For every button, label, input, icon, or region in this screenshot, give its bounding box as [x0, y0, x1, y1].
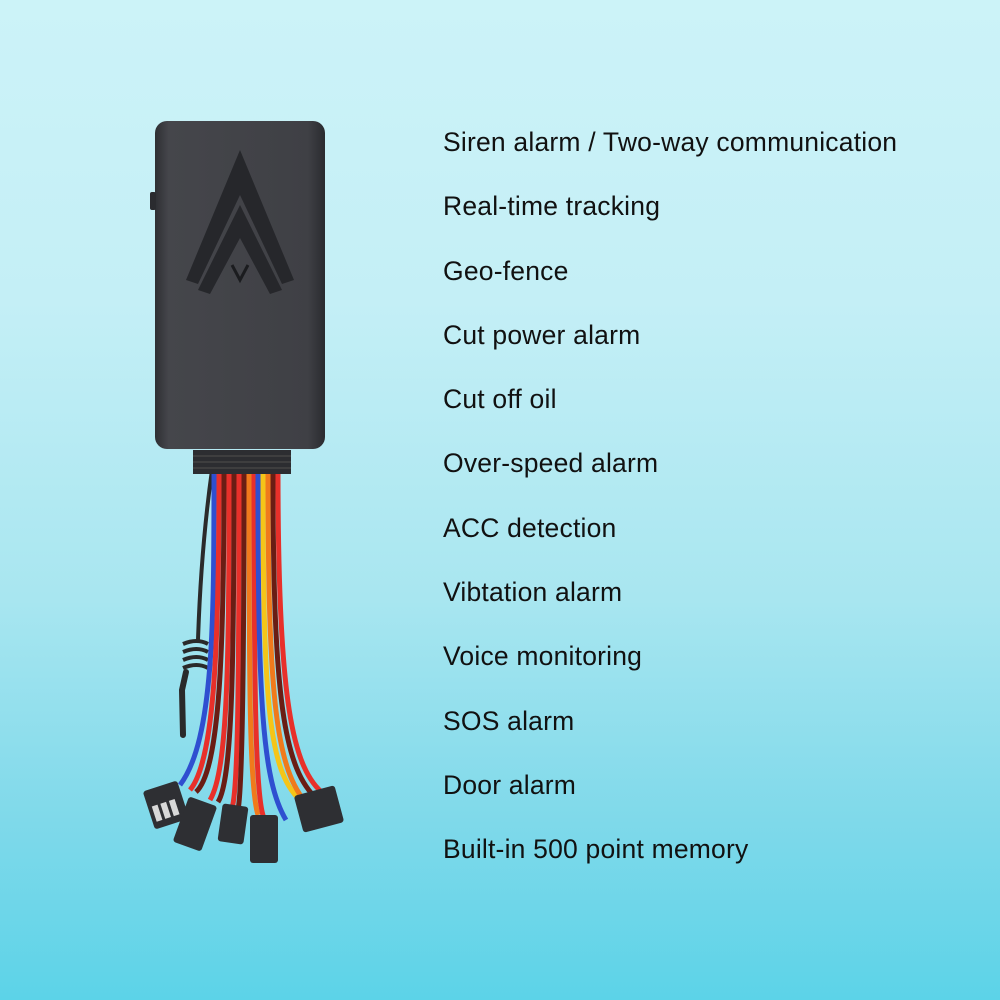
feature-item: Door alarm	[443, 769, 577, 800]
feature-item: Over-speed alarm	[443, 448, 659, 479]
gps-tracker-image	[143, 121, 344, 863]
feature-item: Vibtation alarm	[443, 577, 623, 608]
feature-list: Siren alarm / Two-way communication Real…	[443, 124, 897, 896]
connectors	[143, 781, 344, 863]
feature-item: Geo-fence	[443, 255, 569, 286]
cable-gland	[193, 450, 291, 474]
double-chevron-up-icon	[186, 150, 294, 294]
feature-item: Built-in 500 point memory	[443, 834, 749, 865]
feature-item: Voice monitoring	[443, 641, 643, 672]
device-body	[155, 121, 325, 449]
feature-item: Cut off oil	[443, 384, 557, 415]
feature-item: Siren alarm / Two-way communication	[443, 127, 898, 157]
feature-item: SOS alarm	[443, 705, 575, 736]
wire-harness	[178, 471, 327, 822]
feature-item: Cut power alarm	[443, 319, 641, 350]
feature-item: ACC detection	[443, 512, 617, 543]
antenna-wire	[178, 469, 214, 738]
feature-item: Real-time tracking	[443, 191, 661, 222]
